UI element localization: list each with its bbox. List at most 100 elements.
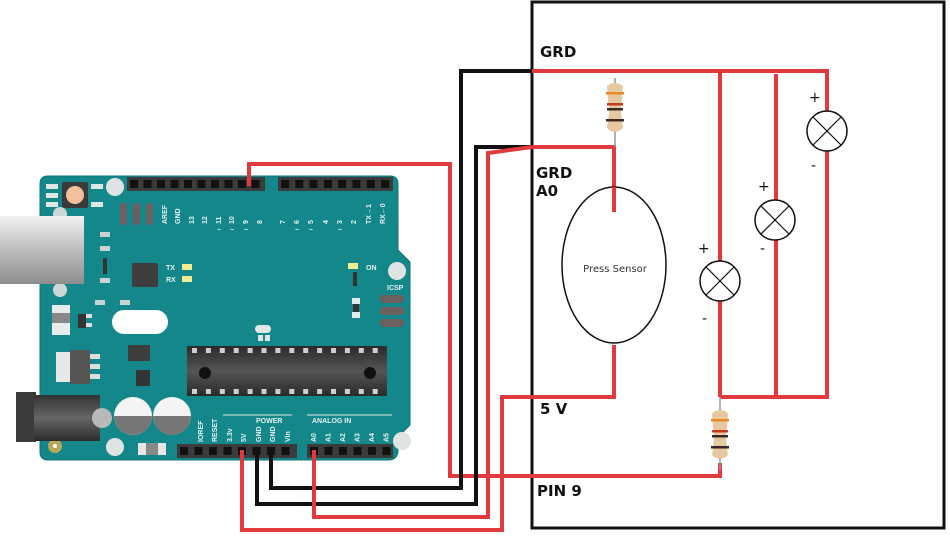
wire-5v bbox=[240, 395, 532, 532]
on-led bbox=[348, 263, 358, 269]
wire-gnd-top bbox=[269, 69, 532, 490]
pin-label: Vin bbox=[285, 431, 292, 442]
pin-label: 6 bbox=[294, 220, 301, 224]
usb-chip bbox=[132, 263, 158, 287]
lamp-1-plus: + bbox=[698, 241, 710, 257]
pin-label: IOREF bbox=[198, 420, 205, 442]
arduino-board: TX RX ON ICSP bbox=[0, 175, 411, 461]
pin-label: 4 bbox=[323, 220, 330, 224]
label-grd-a0-line1: GRD bbox=[536, 164, 572, 182]
tx-led bbox=[182, 264, 192, 270]
lamp-3-plus: + bbox=[809, 90, 821, 106]
external-wires bbox=[240, 69, 533, 532]
rx-label: RX bbox=[166, 277, 176, 284]
pin-label: GND bbox=[256, 426, 263, 442]
wire-a0 bbox=[312, 145, 533, 519]
header-pin[interactable] bbox=[295, 180, 304, 188]
label-pin9: PIN 9 bbox=[537, 482, 582, 500]
header-pin[interactable] bbox=[211, 180, 219, 188]
tx-label: TX bbox=[166, 265, 175, 272]
header-pin[interactable] bbox=[368, 447, 376, 455]
pin-label: 3.3v bbox=[227, 428, 234, 442]
header-pin[interactable] bbox=[353, 447, 362, 455]
digital-header-low bbox=[278, 177, 393, 191]
mounting-hole bbox=[388, 262, 406, 280]
press-sensor-label: Press Sensor bbox=[583, 264, 648, 275]
header-pin[interactable] bbox=[157, 180, 165, 188]
header-pin[interactable] bbox=[224, 180, 233, 188]
icsp-label: ICSP bbox=[387, 285, 404, 292]
header-pin[interactable] bbox=[194, 447, 203, 455]
usb-connector bbox=[0, 216, 84, 284]
header-pin[interactable] bbox=[323, 180, 332, 188]
pwm-tilde: ~ bbox=[338, 227, 342, 234]
header-pin[interactable] bbox=[251, 180, 260, 188]
pwm-tilde: ~ bbox=[295, 227, 299, 234]
header-pin[interactable] bbox=[223, 447, 232, 455]
resistor-top bbox=[606, 83, 624, 132]
header-pin[interactable] bbox=[238, 180, 246, 188]
on-label: ON bbox=[366, 265, 377, 272]
header-pin[interactable] bbox=[366, 180, 375, 188]
header-pin[interactable] bbox=[352, 180, 361, 188]
header-pin[interactable] bbox=[281, 180, 289, 188]
analog-group-label: ANALOG IN bbox=[312, 418, 351, 425]
circuit-box bbox=[530, 0, 946, 530]
reset-button[interactable] bbox=[66, 186, 84, 204]
wire-gnd-a0 bbox=[255, 145, 532, 506]
pin-label: 12 bbox=[202, 216, 209, 224]
lamp-2: + - bbox=[754, 179, 796, 257]
pin-label: RESET bbox=[212, 418, 219, 442]
lamp-3: + - bbox=[806, 90, 848, 174]
rx-led bbox=[182, 276, 192, 282]
dc-jack bbox=[16, 392, 36, 442]
pin-label: A3 bbox=[355, 433, 362, 442]
lamp-1: + - bbox=[698, 241, 741, 327]
pin-label: RX←0 bbox=[380, 203, 387, 224]
header-pin[interactable] bbox=[324, 447, 333, 455]
pin-label: 5V bbox=[241, 433, 248, 442]
pwm-tilde: ~ bbox=[217, 227, 221, 234]
header-pin[interactable] bbox=[197, 180, 206, 188]
pwm-tilde: ~ bbox=[309, 227, 313, 234]
pin-label: 11 bbox=[216, 216, 223, 224]
header-pin[interactable] bbox=[130, 180, 138, 188]
pwm-tilde: ~ bbox=[244, 227, 248, 234]
pin-label: 3 bbox=[337, 220, 344, 224]
pin-label: 10 bbox=[229, 216, 236, 224]
pin-label: A0 bbox=[311, 433, 318, 442]
header-pin[interactable] bbox=[339, 447, 347, 455]
pin-label: A2 bbox=[340, 433, 347, 442]
crystal bbox=[112, 310, 168, 334]
pin-label: 13 bbox=[189, 216, 196, 224]
pin-label: A1 bbox=[326, 433, 333, 442]
pin-label: TX→1 bbox=[366, 204, 373, 224]
mounting-hole bbox=[393, 432, 411, 450]
pin-label: 2 bbox=[351, 220, 358, 224]
header-pin[interactable] bbox=[338, 180, 347, 188]
header-pin[interactable] bbox=[180, 447, 188, 455]
pin-label: 8 bbox=[257, 220, 264, 224]
analog-header bbox=[307, 444, 393, 458]
header-pin[interactable] bbox=[184, 180, 192, 188]
label-grd-a0-line2: A0 bbox=[536, 182, 558, 200]
pin-label: A4 bbox=[369, 433, 376, 442]
header-pin[interactable] bbox=[170, 180, 179, 188]
header-pin[interactable] bbox=[143, 180, 152, 188]
pin-label: 5 bbox=[308, 220, 315, 224]
mounting-hole bbox=[106, 178, 124, 196]
label-5v: 5 V bbox=[540, 400, 568, 418]
header-pin[interactable] bbox=[382, 447, 391, 455]
pin-label: GND bbox=[175, 208, 182, 224]
pin-label: AREF bbox=[162, 204, 169, 224]
mounting-hole bbox=[106, 438, 124, 456]
header-pin[interactable] bbox=[309, 180, 318, 188]
pwm-tilde: ~ bbox=[230, 227, 234, 234]
pin-label: 9 bbox=[243, 220, 250, 224]
resistor-bottom bbox=[711, 410, 729, 459]
header-pin[interactable] bbox=[381, 180, 390, 188]
header-pin[interactable] bbox=[281, 447, 290, 455]
label-grd-top: GRD bbox=[540, 43, 576, 61]
header-pin[interactable] bbox=[209, 447, 217, 455]
